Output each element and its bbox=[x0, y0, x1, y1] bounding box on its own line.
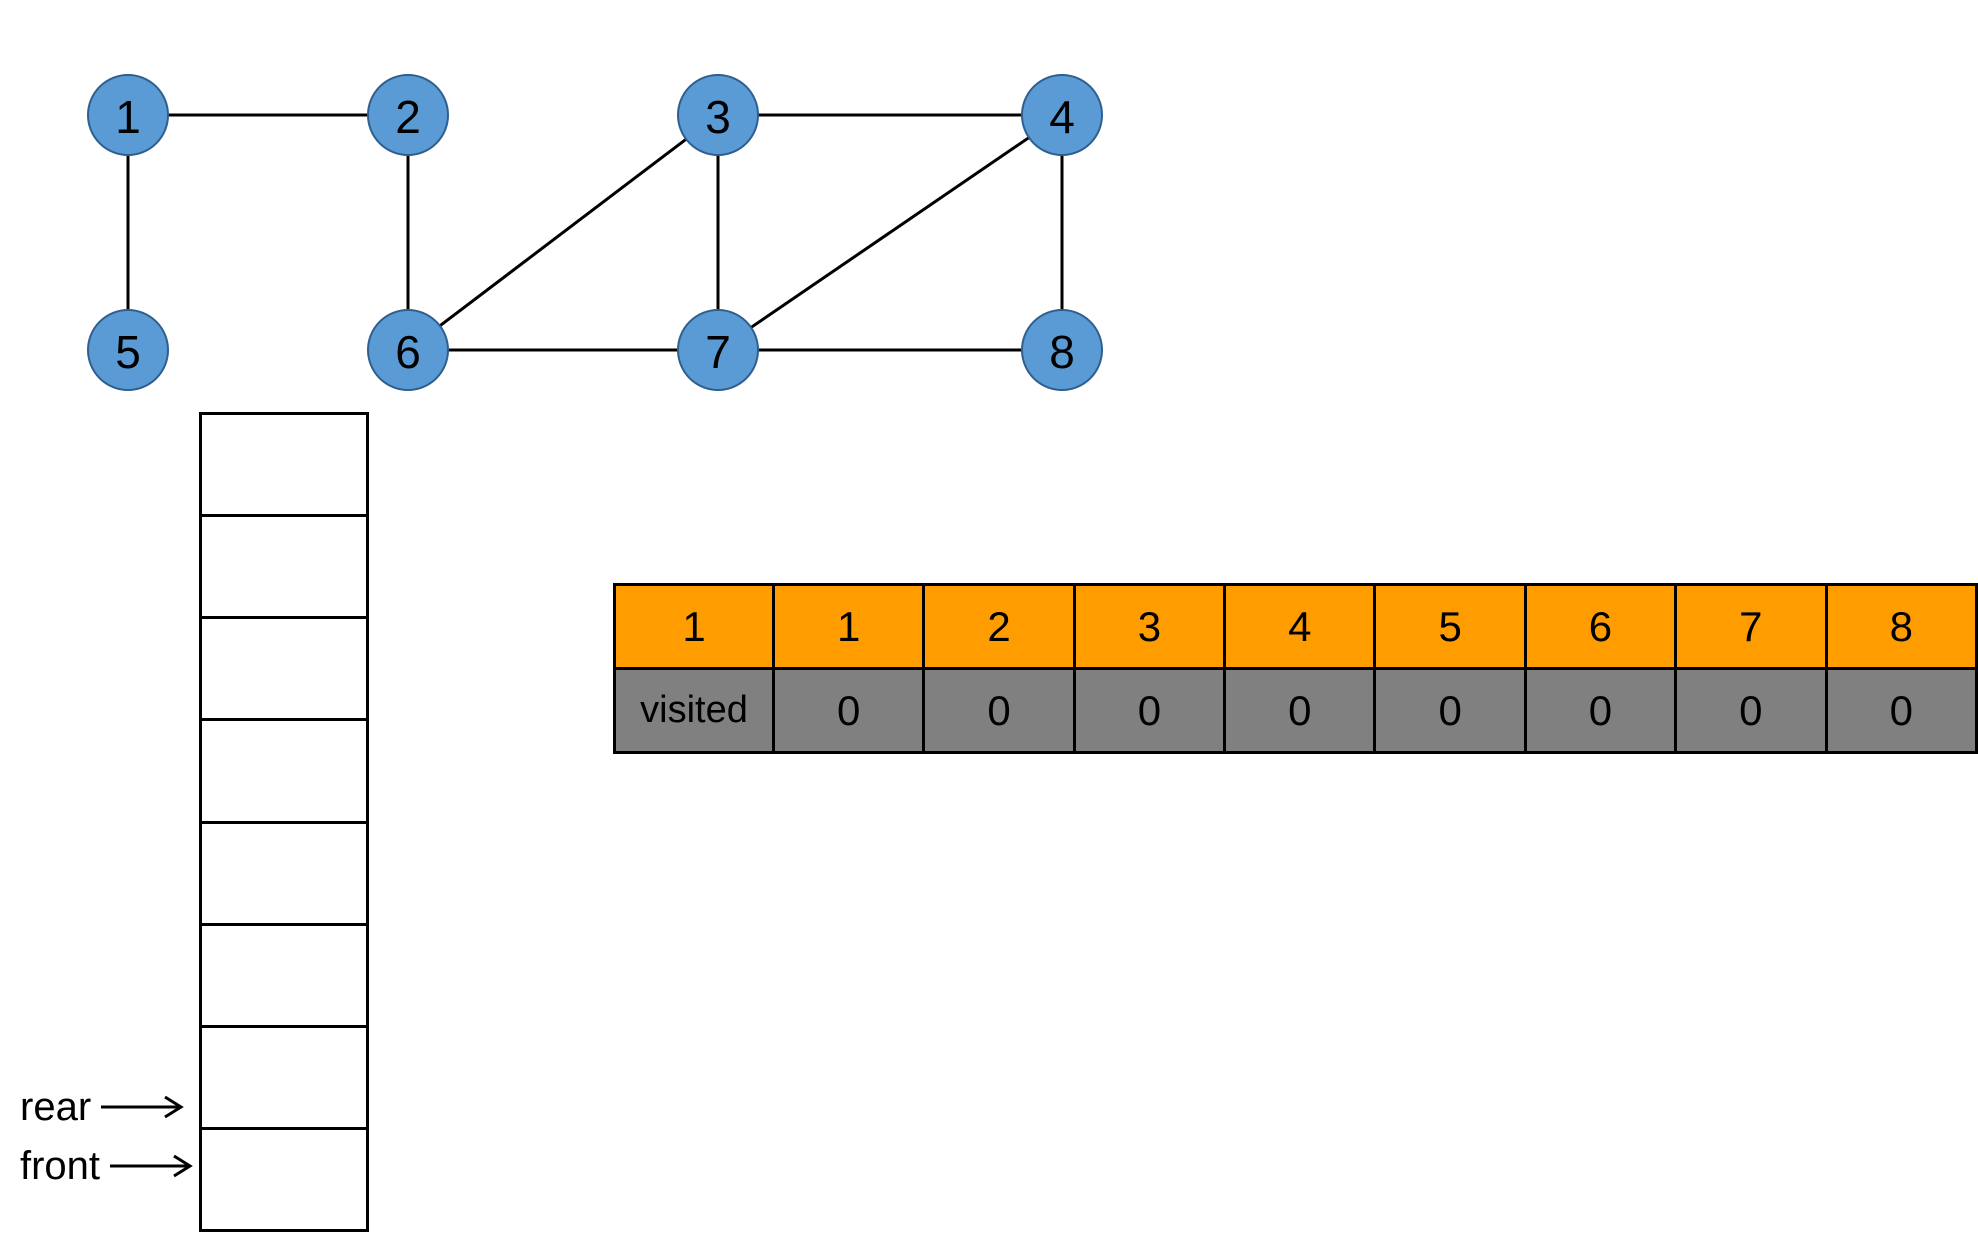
graph-node-label: 5 bbox=[115, 326, 141, 378]
graph-node-6[interactable]: 6 bbox=[367, 309, 449, 391]
graph-nodes: 1 2 3 4 5 6 7 8 bbox=[87, 74, 1103, 391]
arrow-right-icon bbox=[110, 1154, 193, 1178]
visited-header-cell: 4 bbox=[1223, 583, 1377, 670]
queue-cell[interactable] bbox=[202, 926, 366, 1028]
graph-node-2[interactable]: 2 bbox=[367, 74, 449, 156]
queue-cell[interactable] bbox=[202, 619, 366, 722]
graph-node-circle bbox=[367, 309, 449, 391]
graph-node-5[interactable]: 5 bbox=[87, 309, 169, 391]
visited-value-cell: 0 bbox=[771, 667, 926, 754]
visited-row-label: visited bbox=[613, 667, 775, 754]
visited-header-cell: 5 bbox=[1373, 583, 1527, 670]
graph-node-circle bbox=[1021, 309, 1103, 391]
graph-node-3[interactable]: 3 bbox=[677, 74, 759, 156]
graph-node-label: 6 bbox=[395, 326, 421, 378]
visited-header-cell: 6 bbox=[1523, 583, 1678, 670]
queue-cell[interactable] bbox=[202, 1028, 366, 1130]
graph-node-label: 2 bbox=[395, 91, 421, 143]
visited-value-cell: 0 bbox=[1674, 667, 1828, 754]
queue-cell[interactable] bbox=[202, 824, 366, 926]
visited-value-cell: 0 bbox=[1523, 667, 1678, 754]
graph-node-1[interactable]: 1 bbox=[87, 74, 169, 156]
graph-node-4[interactable]: 4 bbox=[1021, 74, 1103, 156]
visited-header-cell: 3 bbox=[1072, 583, 1227, 670]
graph-node-circle bbox=[87, 309, 169, 391]
visited-header-cell: 7 bbox=[1674, 583, 1828, 670]
graph-node-label: 7 bbox=[705, 326, 731, 378]
queue-cell[interactable] bbox=[202, 721, 366, 824]
graph-node-circle bbox=[677, 309, 759, 391]
graph-edge-3-6 bbox=[438, 137, 688, 328]
arrow-right-icon bbox=[101, 1095, 184, 1119]
graph-node-circle bbox=[87, 74, 169, 156]
visited-value-cell: 0 bbox=[1072, 667, 1227, 754]
graph-node-circle bbox=[1021, 74, 1103, 156]
graph-node-label: 8 bbox=[1049, 326, 1075, 378]
queue-container bbox=[199, 412, 369, 1232]
graph-node-7[interactable]: 7 bbox=[677, 309, 759, 391]
graph-node-circle bbox=[677, 74, 759, 156]
graph-node-label: 4 bbox=[1049, 91, 1075, 143]
queue-cell[interactable] bbox=[202, 1130, 366, 1229]
visited-header-cell: 2 bbox=[922, 583, 1076, 670]
visited-header-cell: 1 bbox=[771, 583, 926, 670]
visited-value-cell: 0 bbox=[922, 667, 1076, 754]
visited-value-cell: 0 bbox=[1824, 667, 1978, 754]
graph-node-label: 3 bbox=[705, 91, 731, 143]
visited-value-cell: 0 bbox=[1373, 667, 1527, 754]
graph-diagram: 1 2 3 4 5 6 7 8 bbox=[87, 74, 1103, 391]
visited-header-index-cell: 1 bbox=[613, 583, 775, 670]
queue-pointer-rear-label: rear bbox=[20, 1085, 92, 1129]
graph-edge-4-7 bbox=[750, 136, 1030, 329]
graph-node-circle bbox=[367, 74, 449, 156]
graph-node-8[interactable]: 8 bbox=[1021, 309, 1103, 391]
queue-pointer-front-label: front bbox=[20, 1144, 101, 1188]
visited-value-cell: 0 bbox=[1223, 667, 1377, 754]
graph-node-label: 1 bbox=[115, 91, 141, 143]
graph-edges bbox=[126, 113, 1064, 352]
queue-pointer-front: front bbox=[20, 1143, 200, 1189]
queue-cell[interactable] bbox=[202, 415, 366, 518]
queue-pointer-rear: rear bbox=[20, 1084, 191, 1130]
visited-header-cell: 8 bbox=[1824, 583, 1978, 670]
queue-cell[interactable] bbox=[202, 517, 366, 620]
